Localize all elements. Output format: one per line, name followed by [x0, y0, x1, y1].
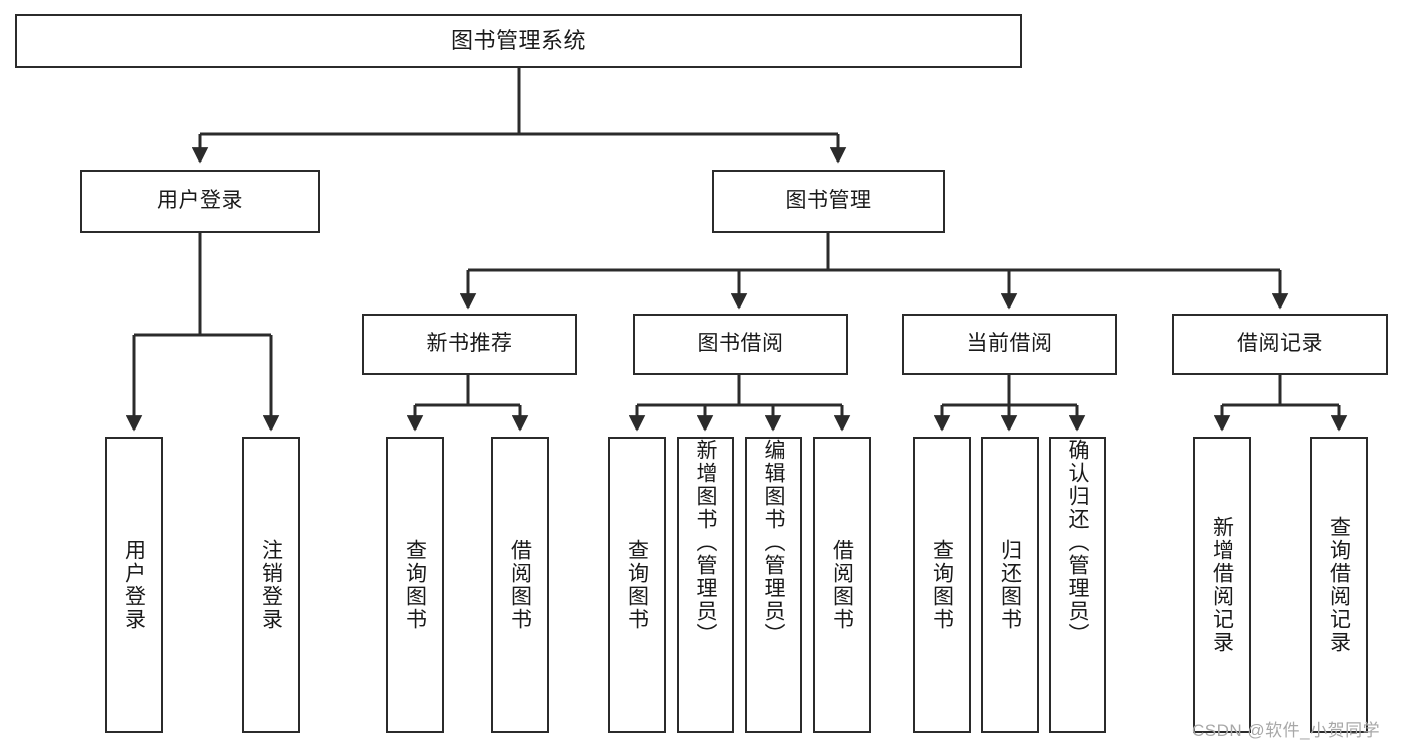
leaf-book-borrow-add-book-admin[interactable]: 新增图书（管理员） — [677, 437, 734, 733]
node-label: 新增图书（管理员） — [694, 439, 717, 646]
leaf-current-borrow-confirm-return-admin[interactable]: 确认归还（管理员） — [1049, 437, 1106, 733]
node-book-management[interactable]: 图书管理 — [712, 170, 945, 233]
leaf-new-book-borrow-book[interactable]: 借阅图书 — [491, 437, 549, 733]
node-label: 注销登录 — [259, 539, 283, 631]
node-label: 当前借阅 — [966, 332, 1053, 356]
node-label: 图书管理系统 — [450, 28, 586, 54]
node-label: 图书管理 — [785, 189, 872, 213]
leaf-new-book-query-book[interactable]: 查询图书 — [386, 437, 444, 733]
node-label: 归还图书 — [998, 539, 1022, 631]
node-label: 用户登录 — [157, 189, 243, 213]
node-label: 借阅图书 — [830, 539, 854, 631]
node-book-borrow[interactable]: 图书借阅 — [633, 314, 848, 375]
node-label: 查询借阅记录 — [1327, 516, 1351, 654]
node-label: 确认归还（管理员） — [1066, 439, 1089, 646]
leaf-borrow-record-query-record[interactable]: 查询借阅记录 — [1310, 437, 1368, 733]
node-label: 借阅记录 — [1237, 332, 1323, 356]
node-user-login[interactable]: 用户登录 — [80, 170, 320, 233]
leaf-book-borrow-query-book[interactable]: 查询图书 — [608, 437, 666, 733]
node-current-borrow[interactable]: 当前借阅 — [902, 314, 1117, 375]
node-borrow-record[interactable]: 借阅记录 — [1172, 314, 1388, 375]
node-label: 用户登录 — [122, 539, 146, 631]
node-label: 图书借阅 — [697, 332, 784, 356]
leaf-user-login-logout[interactable]: 注销登录 — [242, 437, 300, 733]
leaf-borrow-record-add-record[interactable]: 新增借阅记录 — [1193, 437, 1251, 733]
leaf-current-borrow-return-book[interactable]: 归还图书 — [981, 437, 1039, 733]
node-label: 新增借阅记录 — [1210, 516, 1234, 654]
node-label: 查询图书 — [625, 539, 649, 631]
node-root-system[interactable]: 图书管理系统 — [15, 14, 1022, 68]
leaf-book-borrow-edit-book-admin[interactable]: 编辑图书（管理员） — [745, 437, 802, 733]
node-new-book-recommend[interactable]: 新书推荐 — [362, 314, 577, 375]
leaf-current-borrow-query-book[interactable]: 查询图书 — [913, 437, 971, 733]
watermark-csdn: CSDN @软件_小贺同学 — [1192, 721, 1381, 740]
node-label: 编辑图书（管理员） — [762, 439, 785, 646]
leaf-user-login-login[interactable]: 用户登录 — [105, 437, 163, 733]
node-label: 查询图书 — [930, 539, 954, 631]
node-label: 借阅图书 — [508, 539, 532, 631]
node-label: 查询图书 — [403, 539, 427, 631]
leaf-book-borrow-borrow-book[interactable]: 借阅图书 — [813, 437, 871, 733]
node-label: 新书推荐 — [426, 332, 513, 356]
